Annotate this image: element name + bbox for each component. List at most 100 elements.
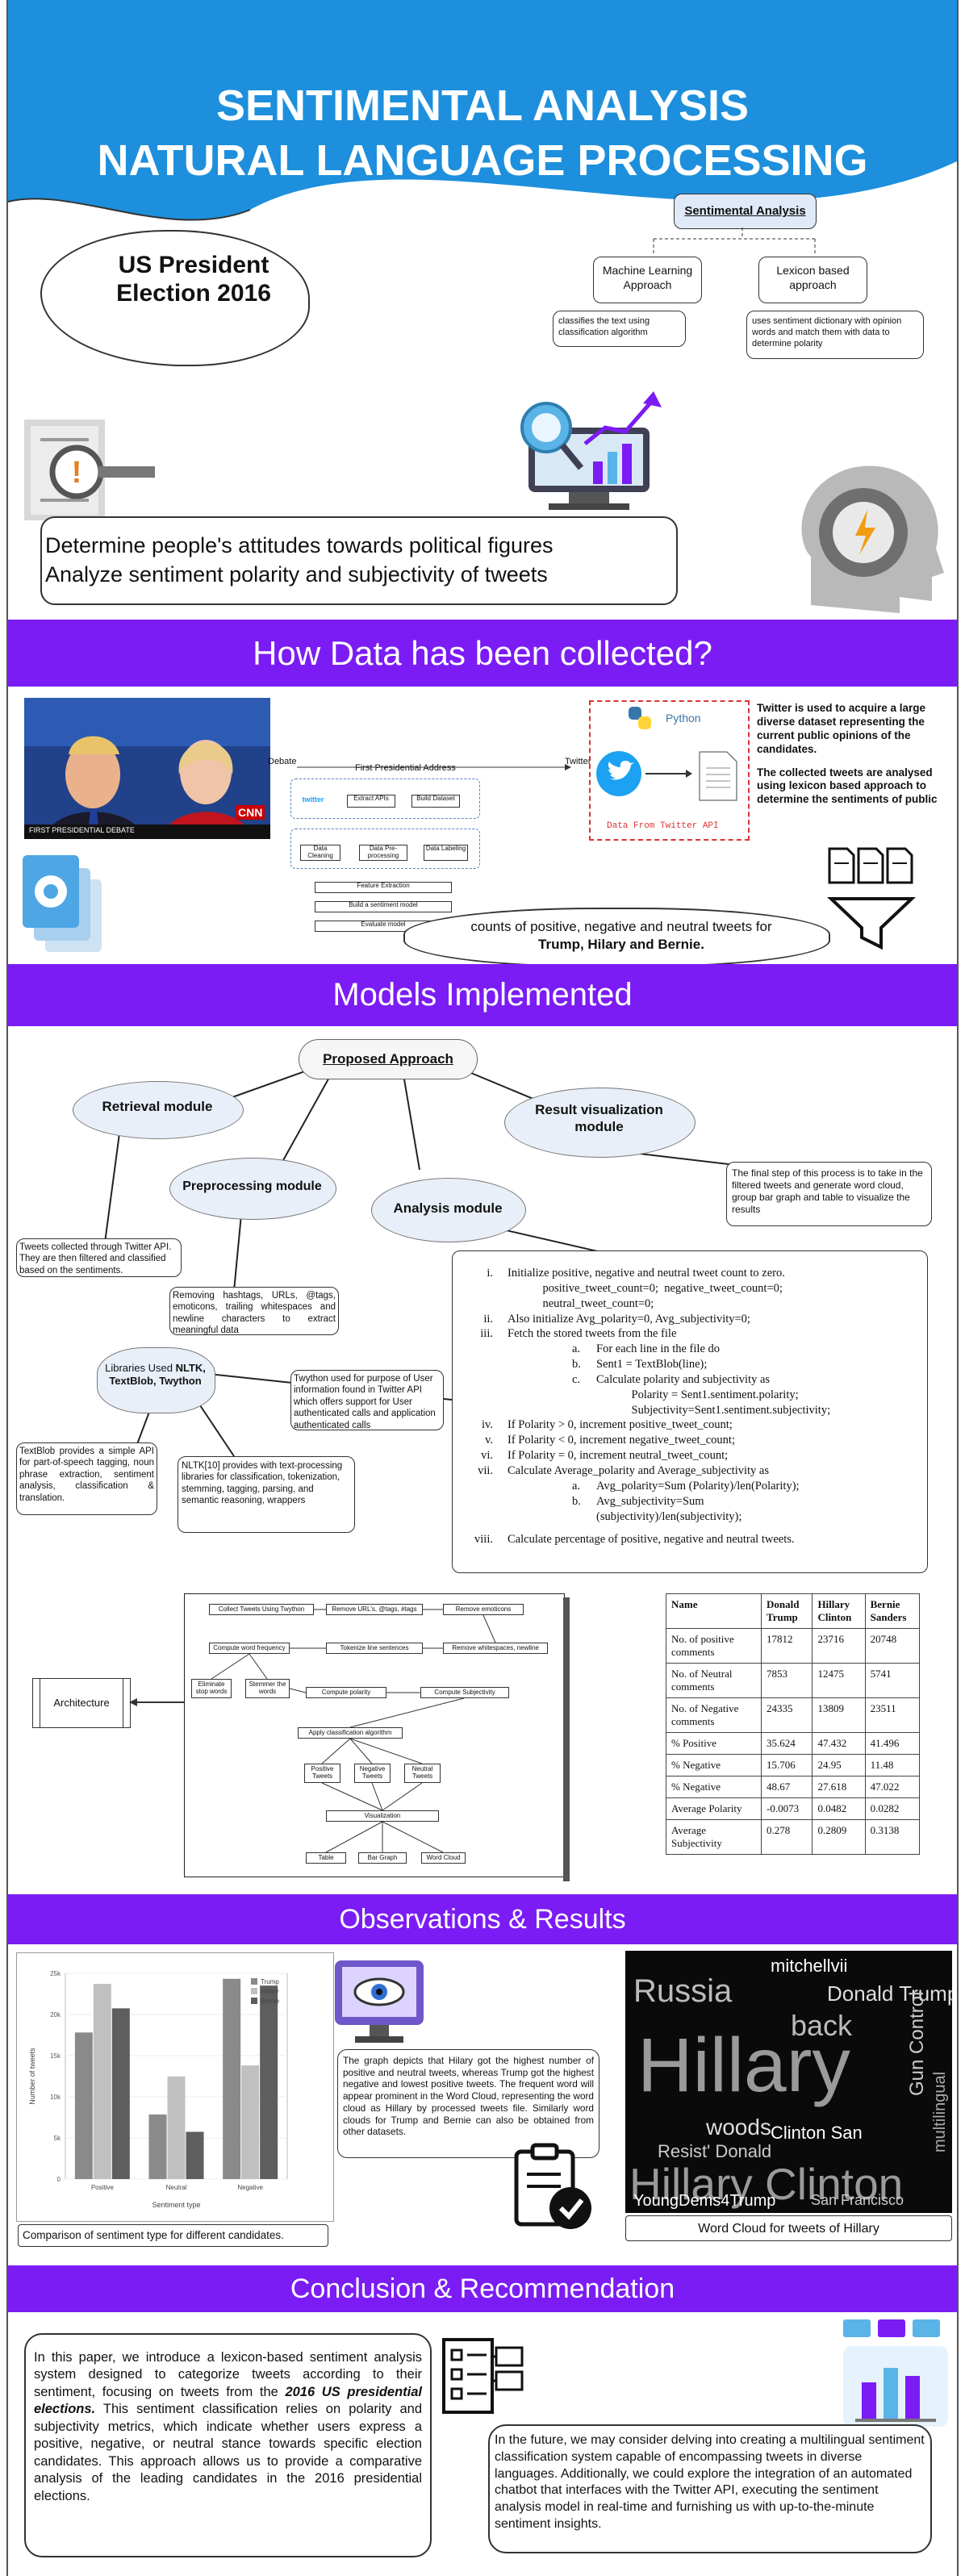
architecture-connector <box>321 1782 383 1811</box>
architecture-label-box: Architecture <box>32 1678 131 1728</box>
table-cell: 47.432 <box>812 1732 866 1755</box>
analysis-cloud <box>371 1178 526 1242</box>
table-cell: % Positive <box>666 1732 762 1755</box>
models-banner: Models Implemented <box>8 964 957 1026</box>
algorithm-step-number: iv. <box>482 1418 493 1432</box>
architecture-node: Positive Tweets <box>304 1764 340 1783</box>
lex-desc: uses sentiment dictionary with opinion w… <box>746 311 924 359</box>
result-vis-desc: The final step of this process is to tak… <box>726 1162 932 1226</box>
conclusion-title: Conclusion & Recommendation <box>290 2273 675 2304</box>
architecture-arrow <box>129 1698 184 1706</box>
twython-desc: Twython used for purpose of User informa… <box>290 1370 444 1430</box>
algorithm-step-number <box>453 1342 508 1357</box>
architecture-node: Stemmer the words <box>245 1679 290 1698</box>
y-tick-label: 25k <box>50 1970 61 1977</box>
textblob-desc: TextBlob provides a simple API for part-… <box>16 1442 157 1515</box>
y-tick-label: 20k <box>50 2011 61 2019</box>
algorithm-step-number: viii. <box>474 1533 493 1547</box>
architecture-node: Remove URL's, @tags, #tags <box>326 1604 423 1615</box>
wordcloud-word: Hillary <box>637 2023 850 2108</box>
analytics-monitor-icon <box>504 387 674 520</box>
algorithm-step-text: b.Avg_subjectivity=Sum(subjectivity)/len… <box>508 1494 742 1525</box>
algorithm-step: v.If Polarity < 0, increment negative_tw… <box>453 1433 919 1448</box>
conclusion-left-after: This sentiment classification relies on … <box>34 2402 422 2503</box>
algorithm-step: b.Sent1 = TextBlob(line); <box>453 1357 919 1372</box>
architecture-connectors <box>211 1609 496 1853</box>
sa-tree-lines <box>653 228 816 256</box>
algorithm-step-text: Fetch the stored tweets from the file <box>508 1326 676 1342</box>
title-line-2: NATURAL LANGUAGE PROCESSING <box>97 136 868 185</box>
algorithm-step-text: a.Avg_polarity=Sum (Polarity)/len(Polari… <box>508 1479 800 1494</box>
table-cell: 20748 <box>864 1628 921 1664</box>
algorithm-step-number <box>453 1479 508 1494</box>
twitter-bird-icon <box>595 750 642 801</box>
y-axis-label: Number of tweets <box>28 2048 36 2105</box>
bar <box>93 1984 111 2179</box>
debate-label: Debate <box>268 757 297 766</box>
table-cell: 0.278 <box>760 1819 813 1855</box>
clipboard-check-icon <box>504 2142 597 2239</box>
table-cell: 47.022 <box>864 1776 921 1798</box>
graph-explanation: The graph depicts that Hilary got the hi… <box>337 2049 599 2158</box>
table-cell: 11.48 <box>864 1754 921 1776</box>
algorithm-line: Also initialize Avg_polarity=0, Avg_subj… <box>508 1312 750 1326</box>
algorithm-line: (subjectivity)/len(subjectivity); <box>596 1509 742 1523</box>
algorithm-step: vi.If Polarity = 0, increment neutral_tw… <box>453 1448 919 1463</box>
algorithm-line: Polarity = Sent1.sentiment.polarity; <box>596 1388 799 1401</box>
svg-text:!: ! <box>72 456 82 490</box>
wordcloud-word: San Francisco <box>811 2192 904 2208</box>
algorithm-line: Fetch the stored tweets from the file <box>508 1327 677 1341</box>
table-cell: 12475 <box>812 1663 866 1698</box>
table-cell: % Negative <box>666 1754 762 1776</box>
algorithm-line: Subjectivity=Sent1.sentiment.subjectivit… <box>596 1403 831 1417</box>
algorithm-step-text: Calculate Average_polarity and Average_s… <box>508 1463 769 1479</box>
goals-box: Determine people's attitudes towards pol… <box>40 516 678 605</box>
x-tick-label: Positive <box>91 2184 115 2191</box>
libraries-label: Libraries Used NLTK, TextBlob, Twython <box>105 1362 206 1388</box>
result-vis-cloud <box>504 1088 696 1158</box>
architecture-connector <box>482 1614 496 1643</box>
header-blue-background <box>8 0 957 266</box>
data-document-icon <box>698 750 738 806</box>
algorithm-substep-number: c. <box>572 1372 581 1386</box>
wordcloud-word: YoungDems4Trump <box>633 2192 776 2210</box>
result-vis-label: Result visualization module <box>535 1102 663 1135</box>
ml-desc: classifies the text using classification… <box>553 311 686 347</box>
algorithm-step: viii.Calculate percentage of positive, n… <box>453 1532 919 1547</box>
twitter-description: Twitter is used to acquire a large diver… <box>757 702 950 807</box>
models-title: Models Implemented <box>332 977 633 1012</box>
header-wave <box>8 0 957 221</box>
architecture-connector <box>349 1738 423 1764</box>
table-cell: 15.706 <box>760 1754 813 1776</box>
wordcloud-word: Hillary Clinton <box>629 2159 904 2209</box>
algorithm-line: c.Calculate polarity and subjectivity as <box>572 1372 771 1386</box>
observations-title: Observations & Results <box>339 1904 626 1935</box>
wordcloud-word: Resist' Donald <box>658 2141 772 2161</box>
architecture-node: Negative Tweets <box>354 1764 391 1783</box>
architecture-shadow <box>563 1597 570 1881</box>
table-cell: 7853 <box>760 1663 813 1698</box>
algorithm-step-number <box>453 1357 508 1372</box>
table-cell: 35.624 <box>760 1732 813 1755</box>
table-cell: 27.618 <box>812 1776 866 1798</box>
table-cell: 41.496 <box>864 1732 921 1755</box>
architecture-connector <box>382 1821 444 1853</box>
table-cell: No. of Negative comments <box>666 1697 762 1733</box>
head-gears-icon <box>787 452 948 617</box>
architecture-connector <box>325 1821 383 1853</box>
libraries-bold: NLTK, TextBlob, Twython <box>109 1362 206 1388</box>
architecture-node: Eliminate stop words <box>191 1679 232 1698</box>
preprocessing-cloud <box>169 1158 336 1220</box>
observations-banner: Observations & Results <box>8 1894 957 1944</box>
architecture-node: Table <box>306 1852 346 1864</box>
pipeline-extract: Extract APIs <box>347 795 395 808</box>
algorithm-step-text: If Polarity = 0, increment neutral_tweet… <box>508 1448 728 1463</box>
table-header-cell: Name <box>666 1593 762 1629</box>
funnel-icon <box>823 847 920 956</box>
algorithm-line: Initialize positive, negative and neutra… <box>508 1267 785 1280</box>
